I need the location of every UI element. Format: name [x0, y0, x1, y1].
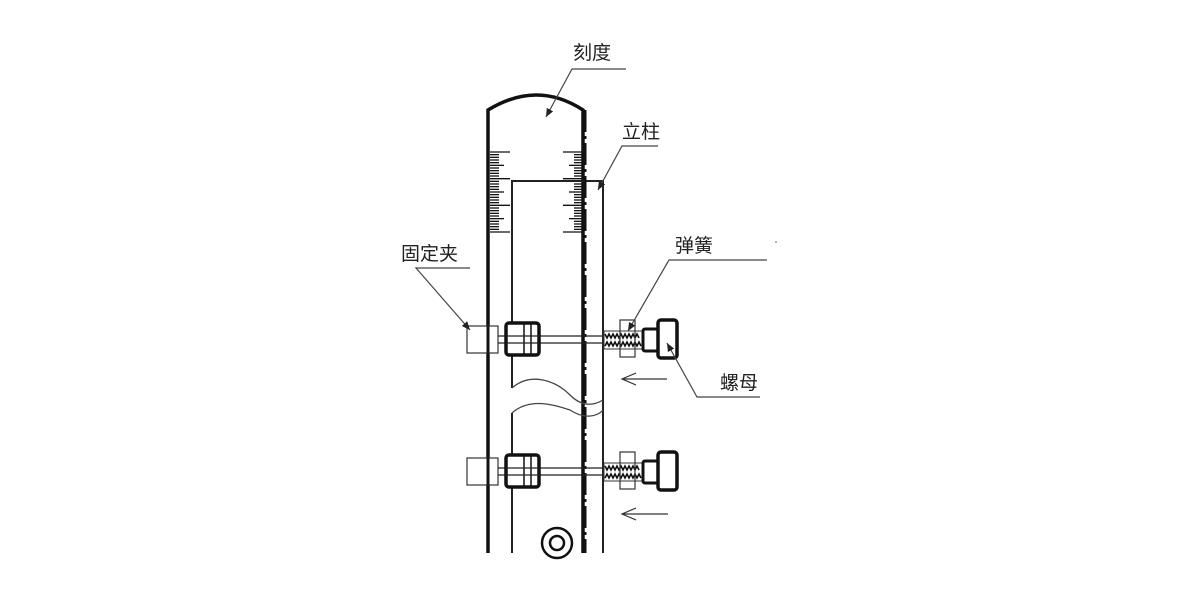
- clamp-assembly-lower: [465, 450, 679, 492]
- scale-ticks: [490, 151, 583, 233]
- outer-tube: [486, 93, 585, 553]
- column: [511, 180, 604, 553]
- label-nut: 螺母: [720, 372, 759, 394]
- label-column: 立柱: [622, 121, 661, 143]
- direction-arrow-icon: [620, 507, 668, 521]
- label-scale: 刻度: [573, 42, 612, 64]
- label-fixed-clip: 固定夹: [401, 243, 459, 265]
- bolt: [540, 526, 574, 560]
- label-spring: 弹簧: [675, 235, 714, 257]
- direction-arrow-icon: [620, 372, 667, 386]
- clamp-assembly-upper: [465, 318, 679, 360]
